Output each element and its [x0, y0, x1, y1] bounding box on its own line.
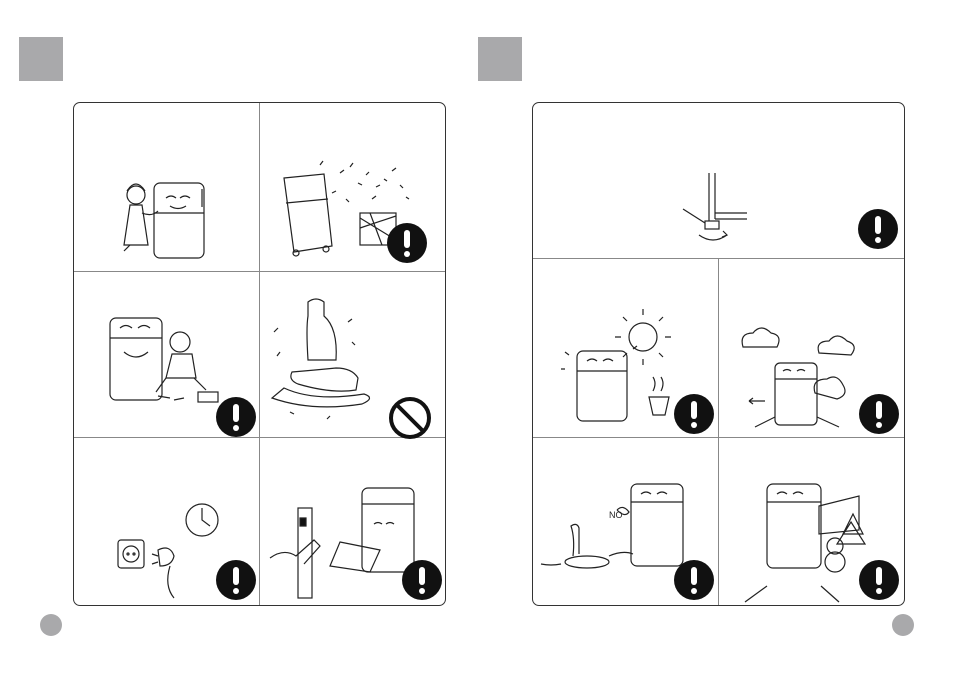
cell-cold-snow [719, 438, 904, 605]
cell-water-spray [260, 103, 445, 271]
cell-bottles [260, 272, 445, 437]
warning-icon [387, 223, 427, 263]
woman-fridge-illustration [74, 103, 259, 271]
warning-icon [674, 560, 714, 600]
no-sign-text: NO [609, 510, 623, 520]
warning-icon [674, 394, 714, 434]
cell-sun-heat [533, 259, 718, 437]
cell-leveling-foot [533, 103, 904, 258]
left-page-number-dot [40, 614, 62, 636]
right-illustration-panel: NO [532, 102, 905, 606]
left-illustration-panel [73, 102, 446, 606]
cell-unplug [260, 438, 445, 605]
warning-icon [402, 560, 442, 600]
left-page-marker [19, 37, 63, 81]
warning-icon [859, 560, 899, 600]
warning-icon [216, 397, 256, 437]
cell-child-fridge [74, 272, 259, 437]
cell-woman-fridge [74, 103, 259, 271]
right-page-number-dot [892, 614, 914, 636]
warning-icon [859, 394, 899, 434]
warning-icon [858, 209, 898, 249]
leveling-foot-illustration [533, 103, 904, 258]
cell-socket-plug [74, 438, 259, 605]
warning-icon [216, 560, 256, 600]
cell-damp-room [719, 259, 904, 437]
prohibition-icon [389, 397, 431, 439]
cell-no-stove: NO [533, 438, 718, 605]
right-page-marker [478, 37, 522, 81]
